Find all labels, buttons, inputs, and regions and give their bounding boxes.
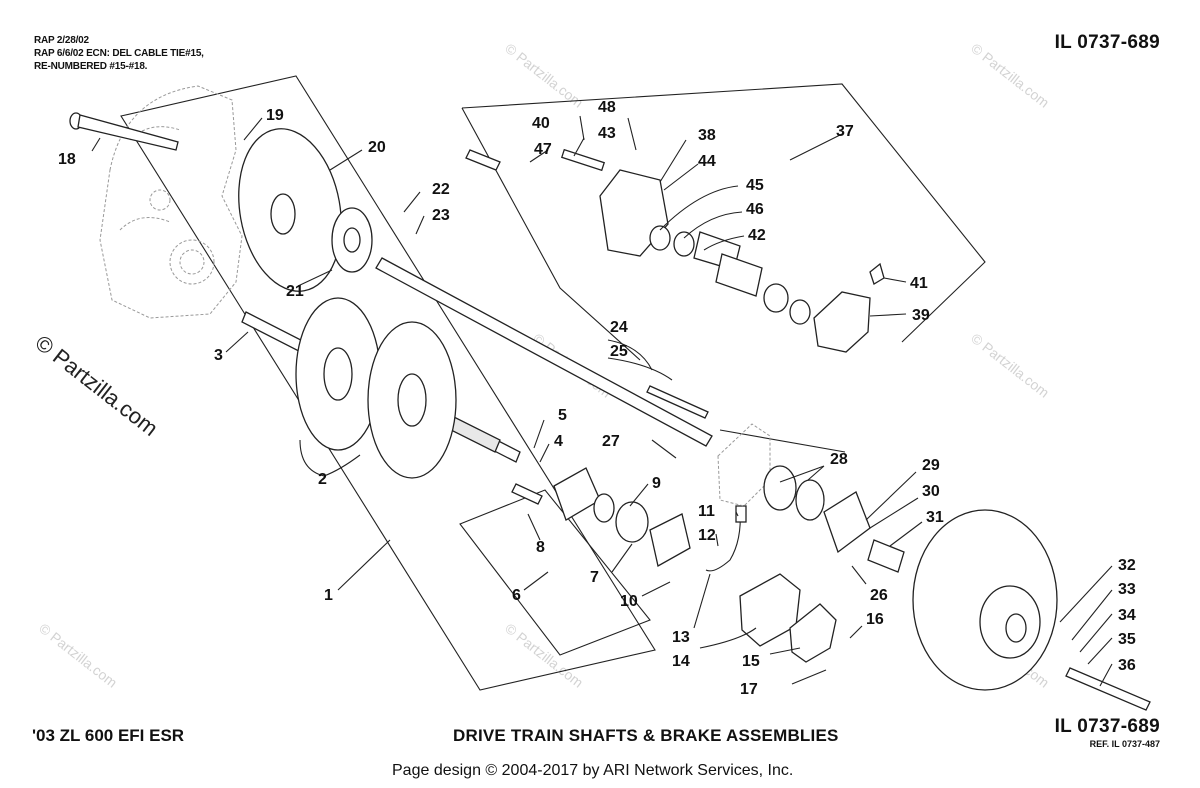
page-credit: Page design © 2004-2017 by ARI Network S… xyxy=(392,762,794,779)
part-41-bleeder xyxy=(869,262,885,285)
part-32-brake-disc-pulley xyxy=(912,509,1058,691)
chaincase-housing xyxy=(99,85,243,319)
revision-note: RAP 2/28/02 xyxy=(34,35,89,46)
callout-26: 26 xyxy=(870,587,888,604)
part-29-flange xyxy=(823,491,871,554)
revision-note: RAP 6/6/02 ECN: DEL CABLE TIE#15, xyxy=(34,48,204,59)
callout-20: 20 xyxy=(368,139,386,156)
callout-15: 15 xyxy=(742,653,760,670)
leader-lines xyxy=(91,115,1113,687)
callout-9: 9 xyxy=(652,475,661,492)
part-2-drive-sprockets xyxy=(295,297,457,479)
callout-6: 6 xyxy=(512,587,521,604)
callout-25: 25 xyxy=(610,343,628,360)
callout-32: 32 xyxy=(1118,557,1136,574)
callout-22: 22 xyxy=(432,181,450,198)
illustration-id-bottom: IL 0737-689 xyxy=(1054,716,1160,737)
part-21-hub xyxy=(331,207,373,273)
reference-id: REF. IL 0737-487 xyxy=(1089,739,1160,749)
part-24-jackshaft xyxy=(375,257,713,447)
callout-17: 17 xyxy=(740,681,758,698)
callout-10: 10 xyxy=(620,593,638,610)
part-8-bolt xyxy=(511,483,543,505)
callout-27: 27 xyxy=(602,433,620,450)
callout-38: 38 xyxy=(698,127,716,144)
callout-numbers: 1 2 3 4 5 6 7 8 9 10 11 12 13 14 15 16 1… xyxy=(58,99,1136,698)
part-45-46-seals xyxy=(649,225,695,257)
callout-19: 19 xyxy=(266,107,284,124)
callout-13: 13 xyxy=(672,629,690,646)
callout-33: 33 xyxy=(1118,581,1136,598)
callout-2: 2 xyxy=(318,471,327,488)
diagram-title: DRIVE TRAIN SHAFTS & BRAKE ASSEMBLIES xyxy=(453,726,839,745)
callout-37: 37 xyxy=(836,123,854,140)
part-15-cover xyxy=(789,603,837,663)
callout-29: 29 xyxy=(922,457,940,474)
part-42-brake-pads xyxy=(693,231,763,297)
callout-1: 1 xyxy=(324,587,333,604)
revision-note: RE-NUMBERED #15-#18. xyxy=(34,61,148,72)
callout-39: 39 xyxy=(912,307,930,324)
callout-5: 5 xyxy=(558,407,567,424)
part-39-caliper-half xyxy=(763,283,871,353)
callout-23: 23 xyxy=(432,207,450,224)
callout-36: 36 xyxy=(1118,657,1136,674)
callout-7: 7 xyxy=(590,569,599,586)
callout-35: 35 xyxy=(1118,631,1136,648)
callout-8: 8 xyxy=(536,539,545,556)
callout-34: 34 xyxy=(1118,607,1136,624)
callout-47: 47 xyxy=(534,141,552,158)
callout-30: 30 xyxy=(922,483,940,500)
part-43-pin xyxy=(560,148,606,172)
callout-40: 40 xyxy=(532,115,550,132)
callout-16: 16 xyxy=(866,611,884,628)
part-40-bolt xyxy=(465,149,501,171)
callout-14: 14 xyxy=(672,653,690,670)
part-28-bearing-housing xyxy=(717,423,825,521)
callout-48: 48 xyxy=(598,99,616,116)
callout-11: 11 xyxy=(698,503,715,520)
callout-21: 21 xyxy=(286,283,304,300)
callout-42: 42 xyxy=(748,227,766,244)
part-25-key xyxy=(646,385,709,419)
callout-28: 28 xyxy=(830,451,848,468)
callout-12: 12 xyxy=(698,527,716,544)
callout-45: 45 xyxy=(746,177,764,194)
callout-3: 3 xyxy=(214,347,223,364)
callout-31: 31 xyxy=(926,509,944,526)
callout-41: 41 xyxy=(910,275,928,292)
part-31-spacer xyxy=(867,539,905,573)
assembly-brackets xyxy=(120,75,986,691)
illustration-id-top: IL 0737-689 xyxy=(1054,32,1160,53)
part-36-bolt xyxy=(1065,667,1151,711)
callout-24: 24 xyxy=(610,319,628,336)
callout-46: 46 xyxy=(746,201,764,218)
callout-44: 44 xyxy=(698,153,716,170)
part-20-brake-disc xyxy=(238,128,342,292)
callout-4: 4 xyxy=(554,433,563,450)
part-18-bolt xyxy=(69,112,179,151)
callout-43: 43 xyxy=(598,125,616,142)
part-11-speed-sensor xyxy=(705,505,747,572)
model-name: '03 ZL 600 EFI ESR xyxy=(32,726,185,745)
callout-18: 18 xyxy=(58,151,76,168)
part-7-bearing-plates xyxy=(553,467,691,567)
revision-notes: RAP 2/28/02 RAP 6/6/02 ECN: DEL CABLE TI… xyxy=(34,34,204,73)
